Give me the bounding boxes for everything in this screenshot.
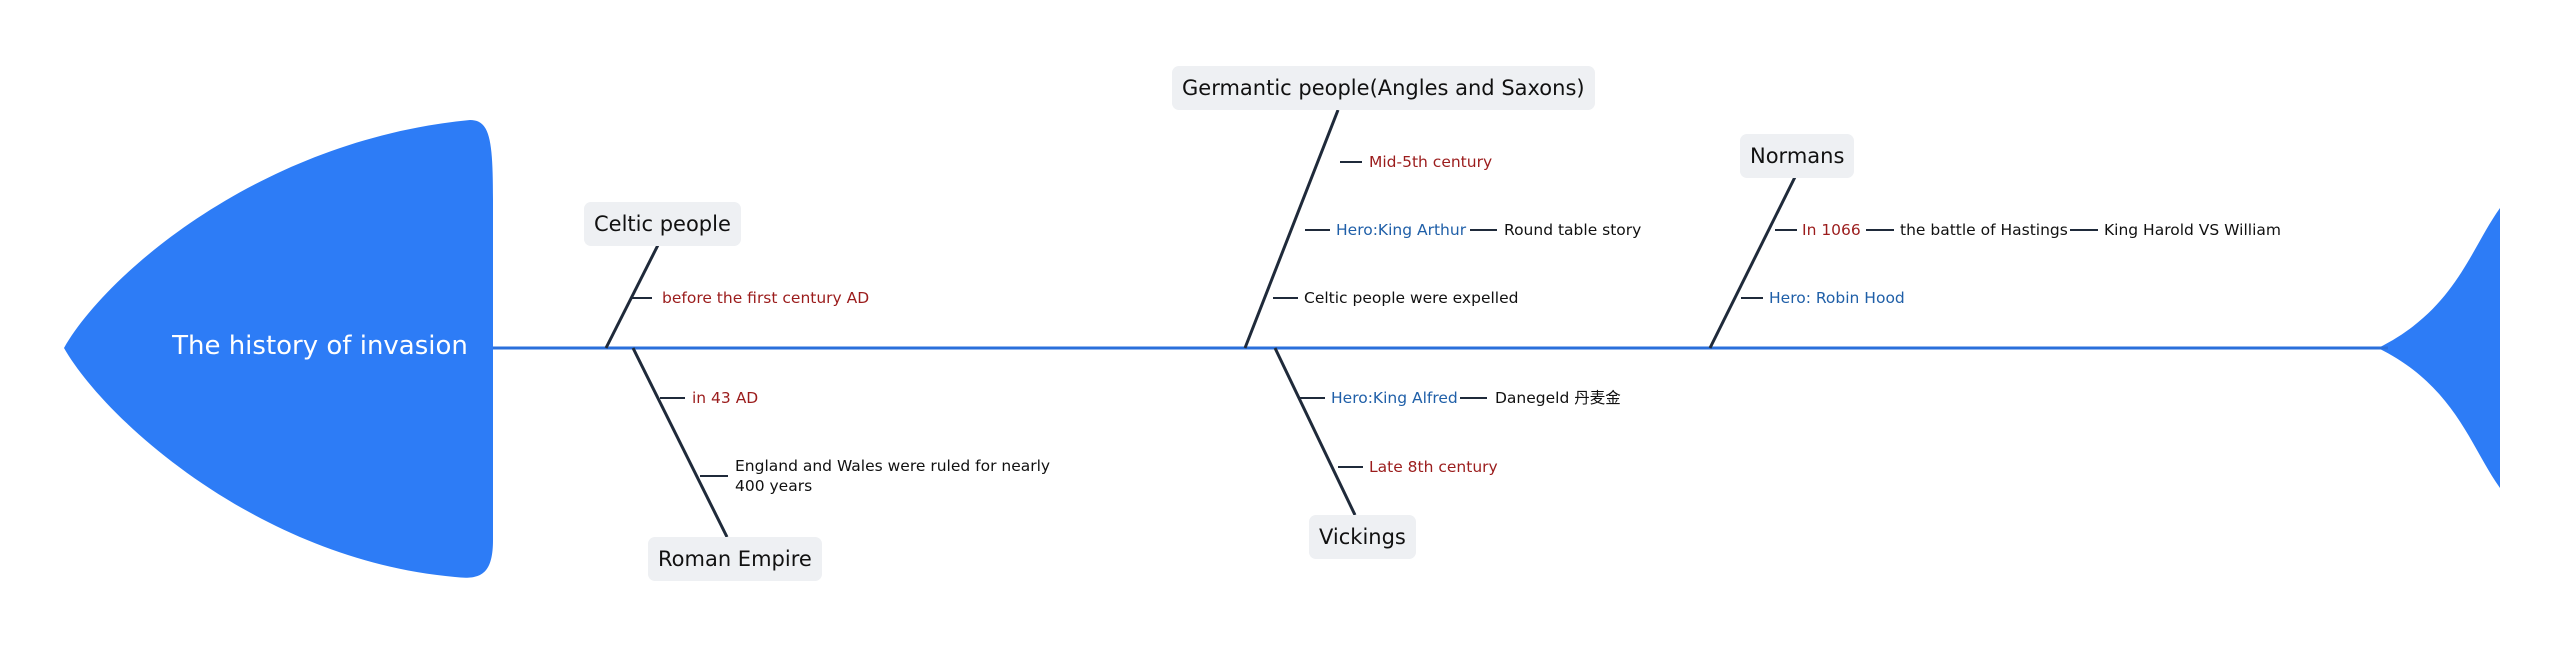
bone-celtic	[604, 244, 660, 349]
bone-roman	[631, 347, 729, 538]
fish-head	[64, 120, 493, 578]
bone-germanic	[1243, 109, 1340, 349]
label-normans-date: In 1066	[1802, 221, 1861, 239]
diagram-title: The history of invasion	[172, 331, 468, 361]
label-alfred-danegeld: Danegeld 丹麦金	[1495, 389, 1621, 407]
topic-normans[interactable]: Normans	[1740, 134, 1855, 178]
topic-vikings[interactable]: Vickings	[1309, 515, 1416, 559]
label-normans-battle: the battle of Hastings	[1900, 221, 2068, 239]
label-arthur-story: Round table story	[1504, 221, 1642, 239]
label-normans-hero: Hero: Robin Hood	[1769, 289, 1905, 307]
fish-tail	[2378, 208, 2500, 488]
topic-germanic-people[interactable]: Germantic people(Angles and Saxons)	[1172, 66, 1595, 110]
label-roman-date: in 43 AD	[692, 389, 759, 407]
label-normans-kings: King Harold VS William	[2104, 221, 2281, 239]
topic-roman-empire[interactable]: Roman Empire	[648, 537, 822, 581]
bone-normans	[1708, 176, 1797, 349]
bone-vikings	[1273, 347, 1357, 516]
label-roman-rule: England and Wales were ruled for nearly …	[735, 457, 1051, 495]
label-germanic-date: Mid-5th century	[1369, 153, 1493, 171]
label-vikings-date: Late 8th century	[1369, 458, 1498, 476]
topic-celtic-people[interactable]: Celtic people	[584, 202, 741, 246]
label-vikings-hero: Hero:King Alfred	[1331, 389, 1458, 407]
label-germanic-hero: Hero:King Arthur	[1336, 221, 1467, 239]
label-germanic-expelled: Celtic people were expelled	[1304, 289, 1519, 307]
label-celtic-date: before the first century AD	[662, 289, 870, 307]
